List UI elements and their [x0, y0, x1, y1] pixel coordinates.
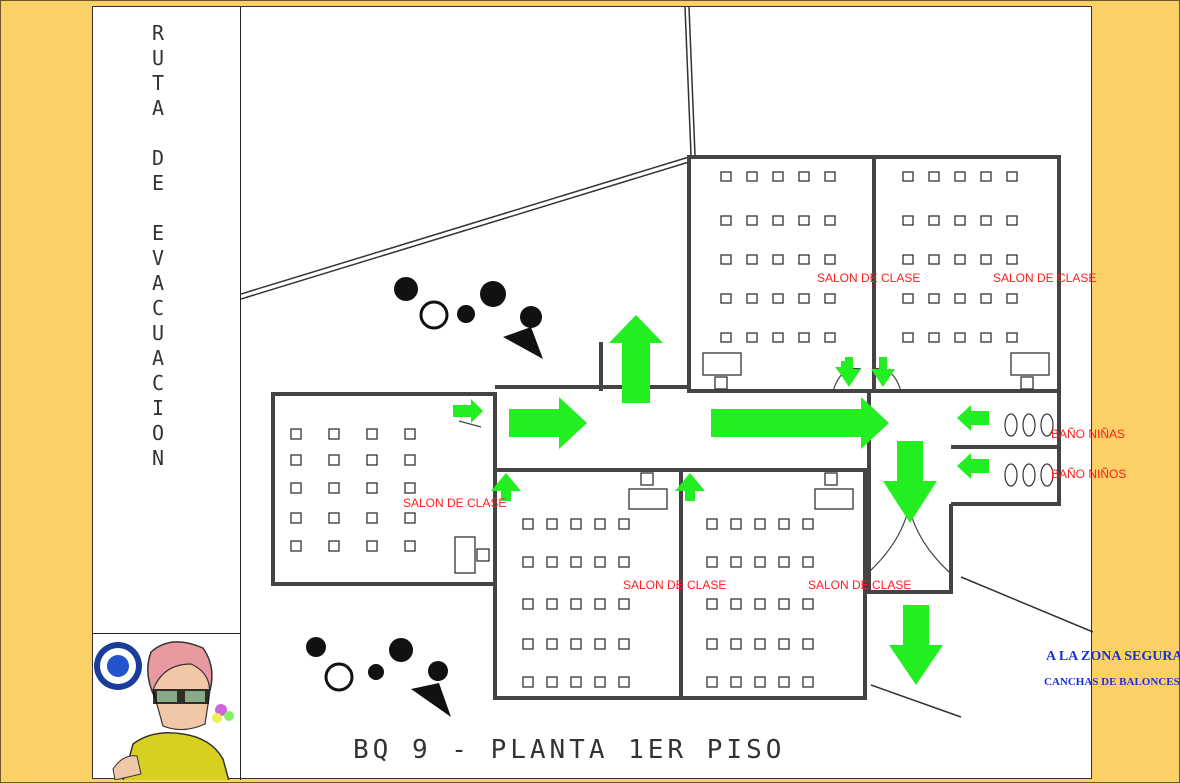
logo-panel	[93, 633, 241, 780]
vertical-title: R U T A D E E V A C U A C I O N	[151, 21, 165, 470]
floor-plan: SALON DE CLASE SALON DE CLASE SALON DE C…	[241, 7, 1180, 780]
toilet-icons	[1004, 413, 1054, 487]
room-label-lower-1: SALON DE CLASE	[623, 578, 727, 592]
safe-zone-sublabel: CANCHAS DE BALONCESTO	[1044, 676, 1180, 688]
mascot-logo-icon	[94, 641, 234, 780]
tree-icons	[306, 277, 543, 717]
site-boundary	[241, 7, 1093, 718]
safe-zone-label: A LA ZONA SEGURA	[1046, 649, 1180, 664]
plan-title: BQ 9 - PLANTA 1ER PISO	[353, 735, 786, 765]
room-label-upper-1: SALON DE CLASE	[817, 271, 921, 285]
building-walls	[271, 155, 1061, 700]
desk-icons-upper	[702, 171, 1050, 390]
room-label-bano-ninas: BAÑO NIÑAS	[1051, 427, 1126, 441]
room-label-left: SALON DE CLASE	[403, 496, 507, 510]
desk-icons-left	[290, 428, 490, 574]
sidebar-title-panel: R U T A D E E V A C U A C I O N	[93, 7, 241, 633]
evacuation-arrow-icons	[453, 315, 989, 685]
room-label-lower-2: SALON DE CLASE	[808, 578, 912, 592]
desk-icons-lower	[522, 472, 854, 688]
room-label-upper-2: SALON DE CLASE	[993, 271, 1097, 285]
floor-plan-drawing	[241, 7, 1093, 718]
room-label-bano-ninos: BAÑO NIÑOS	[1051, 467, 1127, 481]
floor-plan-sheet: R U T A D E E V A C U A C I O N	[92, 6, 1180, 780]
